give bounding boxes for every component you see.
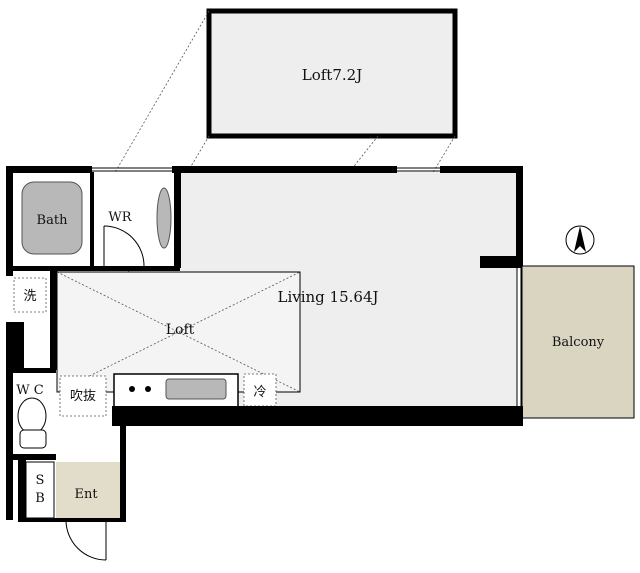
compass-icon (565, 225, 595, 255)
wr-label: WR (108, 210, 132, 225)
windows (92, 167, 522, 406)
compass-label: N (580, 263, 581, 265)
toilet-tank-icon (19, 429, 47, 449)
stove-burner-icon (145, 386, 151, 392)
balcony-label: Balcony (552, 335, 605, 350)
living-label: Living 15.64J (277, 288, 378, 306)
entrance-door-swing (65, 519, 107, 561)
bath-label: Bath (37, 213, 69, 228)
stove-burner-icon (129, 386, 135, 392)
entrance (56, 462, 122, 518)
washer-label: 洗 (23, 289, 36, 304)
shoe-box (25, 461, 55, 519)
fukinuke-area (59, 375, 107, 417)
fridge-spot (243, 373, 277, 407)
fridge-label: 冷 (253, 385, 266, 400)
sb-label-bottom: B (35, 491, 45, 506)
wc-label: W C (16, 383, 43, 398)
fukinuke-label: 吹抜 (70, 388, 96, 404)
loft-upper-label: Loft7.2J (302, 66, 362, 84)
washer-spot (13, 277, 47, 313)
loft-upper-room (206, 8, 458, 139)
balcony (521, 265, 635, 419)
loft-lower-area (56, 271, 301, 393)
sb-label-top: S (36, 473, 45, 488)
entrance-label: Ent (74, 487, 98, 502)
bathtub-icon (21, 181, 83, 255)
toilet-bowl-icon (17, 397, 47, 435)
kitchen-sink-icon (165, 378, 227, 400)
loft-label: Loft (166, 322, 195, 338)
sink-icon (156, 187, 172, 249)
walls (6, 166, 523, 522)
wr-door-swing (103, 225, 145, 267)
